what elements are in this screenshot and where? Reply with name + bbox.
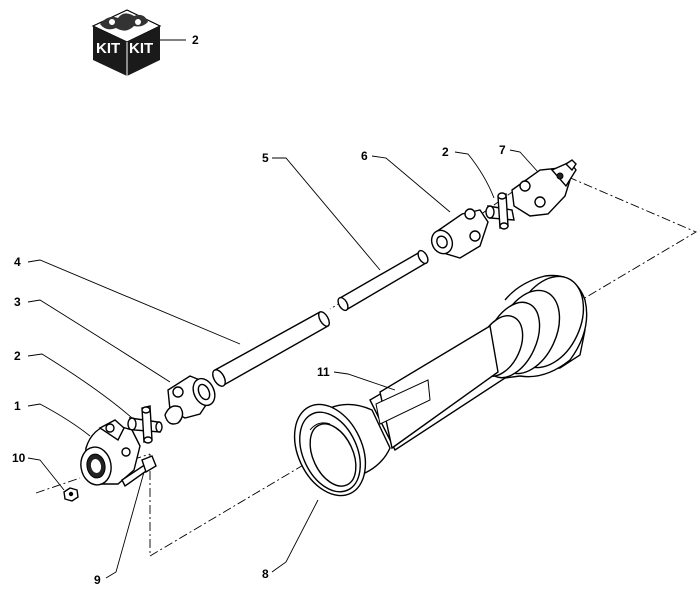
callout-4: 4 xyxy=(14,255,21,269)
callout-2-right: 2 xyxy=(442,145,449,159)
callout-2-left: 2 xyxy=(14,349,21,363)
callout-3: 3 xyxy=(14,295,21,309)
callout-6: 6 xyxy=(361,149,368,163)
cross-journal-part-2-left xyxy=(127,405,163,444)
callout-11: 11 xyxy=(317,365,330,379)
callout-10: 10 xyxy=(12,451,26,465)
callout-kit: 2 xyxy=(192,33,199,47)
guard-label-plate xyxy=(375,379,431,425)
callout-1: 1 xyxy=(14,399,21,413)
kit-face-right-text: KIT xyxy=(129,40,153,57)
outer-tube-part-4 xyxy=(212,311,330,387)
yoke-part-7 xyxy=(511,159,577,217)
callout-7: 7 xyxy=(499,143,506,157)
splined-yoke-part-1 xyxy=(80,419,141,486)
guard-cone-part-8 xyxy=(293,274,588,497)
cross-journal-part-2-right xyxy=(485,192,515,230)
nut-part-10 xyxy=(63,487,79,502)
bolt-part-9 xyxy=(121,455,157,488)
kit-face-left-text: KIT xyxy=(96,40,120,57)
inner-tube-part-5 xyxy=(337,249,429,312)
yoke-part-3 xyxy=(164,375,216,425)
assembly-centerline xyxy=(35,169,697,557)
yoke-part-6 xyxy=(430,208,489,259)
callout-9: 9 xyxy=(94,573,101,587)
callout-5: 5 xyxy=(262,151,269,165)
callout-labels: 1 2 3 4 5 6 2 7 11 10 9 8 xyxy=(12,143,506,587)
kit-box-icon: KIT KIT xyxy=(91,9,162,76)
leader-lines xyxy=(27,149,539,579)
callout-8: 8 xyxy=(262,567,269,581)
